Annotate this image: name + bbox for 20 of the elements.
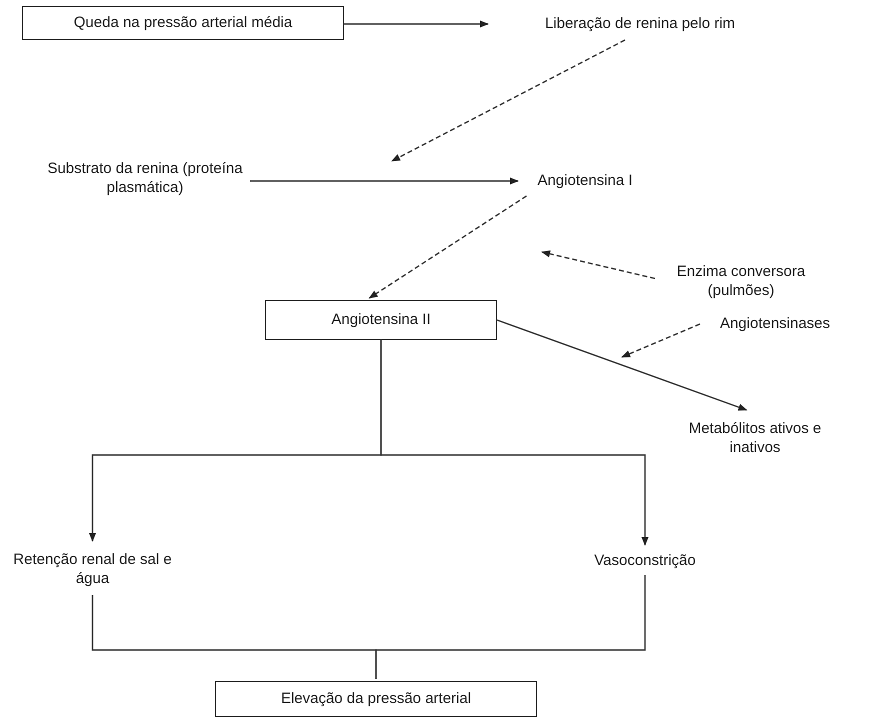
step-label: Retenção renal de sal e água xyxy=(5,543,180,595)
step-label: Enzima conversora (pulmões) xyxy=(655,256,827,306)
step-label: Angiotensinases xyxy=(700,310,850,338)
step-label: Vasoconstrição xyxy=(560,547,730,575)
connector-line xyxy=(375,575,646,679)
pointer-arrow xyxy=(541,250,656,280)
arrow xyxy=(380,340,649,546)
arrow xyxy=(496,319,748,411)
arrow xyxy=(250,177,519,185)
process-box: Elevação da pressão arterial xyxy=(215,681,537,717)
step-label: Metabólitos ativos e inativos xyxy=(670,412,840,464)
process-box: Queda na pressão arterial média xyxy=(22,6,344,40)
arrow xyxy=(368,195,527,299)
process-box: Angiotensina II xyxy=(265,300,497,340)
step-label: Substrato da renina (proteína plasmática) xyxy=(40,150,250,206)
step-label: Angiotensina I xyxy=(520,166,650,196)
step-label: Liberação de renina pelo rim xyxy=(490,8,790,40)
pointer-arrow xyxy=(391,39,626,162)
pointer-arrow xyxy=(621,323,700,358)
arrow xyxy=(344,20,489,28)
